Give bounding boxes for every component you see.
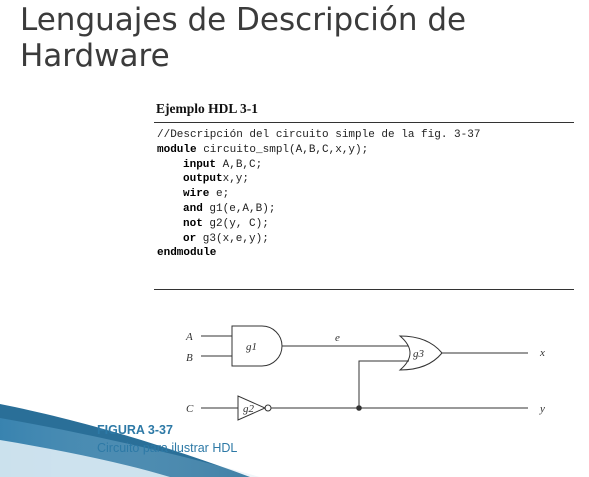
code-line-and: and g1(e,A,B); — [183, 202, 276, 215]
label-gate-g1: g1 — [246, 341, 257, 353]
example-label: Ejemplo HDL 3-1 — [156, 101, 259, 116]
code-line-output: outputx,y; — [183, 173, 250, 186]
not-gate-g2 — [237, 395, 267, 421]
code-line-comment: //Descripción del circuito simple de la … — [157, 129, 481, 141]
label-input-a: A — [185, 331, 193, 343]
label-output-y: y — [539, 403, 545, 415]
and-gate-g1 — [231, 325, 283, 367]
label-input-b: B — [186, 352, 193, 364]
code-top-rule — [154, 122, 574, 123]
wire-y-to-g3 — [358, 360, 409, 408]
label-wire-e: e — [335, 332, 340, 344]
code-line-input: input A,B,C; — [183, 158, 263, 171]
slide-title-line-2: Hardware — [20, 38, 170, 74]
figure-caption: Circuito para ilustrar HDL — [97, 441, 238, 455]
code-line-wire: wire e; — [183, 188, 230, 201]
code-line-endmodule: endmodule — [157, 247, 217, 260]
figure-label: FIGURA 3-37 — [97, 423, 173, 437]
hdl-code-block: //Descripción del circuito simple de la … — [157, 128, 480, 261]
label-input-c: C — [186, 403, 194, 415]
label-output-x: x — [539, 347, 545, 359]
code-line-not: not g2(y, C); — [183, 217, 269, 230]
or-gate-g3 — [398, 335, 443, 371]
slide-title-line-1: Lenguajes de Descripción de — [20, 2, 467, 38]
label-gate-g2: g2 — [243, 403, 255, 415]
code-bottom-rule — [154, 289, 574, 290]
code-line-module: module circuito_smpl(A,B,C,x,y); — [157, 143, 369, 156]
code-line-or: or g3(x,e,y); — [183, 232, 269, 245]
slide-title: Lenguajes de Descripción de Hardware — [20, 2, 580, 74]
label-gate-g3: g3 — [413, 348, 425, 360]
